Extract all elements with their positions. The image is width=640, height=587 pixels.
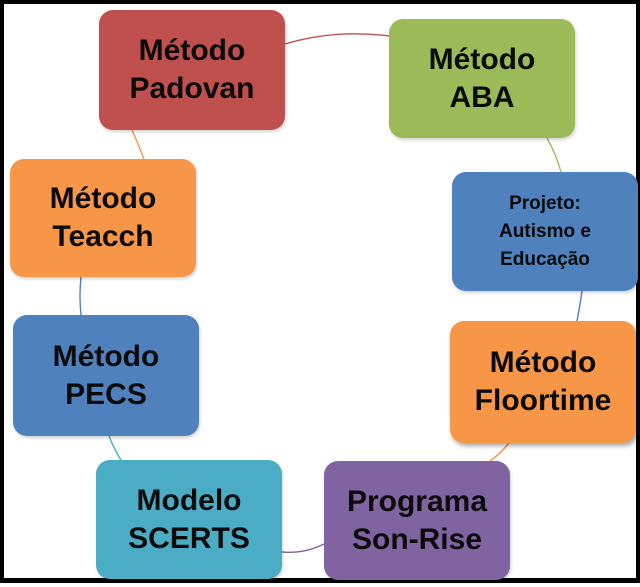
node-metodo-padovan: Método Padovan	[99, 10, 285, 130]
connector-sonrise-scerts	[281, 543, 325, 554]
node-label-line: Floortime	[474, 384, 612, 417]
node-label-line: Autismo e	[499, 220, 591, 242]
node-projeto-autismo-educacao: Projeto: Autismo e Educação	[452, 172, 638, 291]
node-label-line: Teacch	[52, 220, 154, 253]
connector-scerts-pecs	[108, 435, 122, 461]
node-programa-son-rise: Programa Son-Rise	[324, 461, 510, 580]
node-label-line: Padovan	[129, 72, 255, 105]
node-label-line: Método	[52, 339, 160, 373]
node-metodo-aba: Método ABA	[389, 19, 575, 138]
node-label-line: Programa	[346, 484, 488, 518]
node-label-line: SCERTS	[128, 521, 250, 555]
connector-pecs-teacch	[79, 276, 82, 316]
node-label-line: Método	[138, 34, 246, 67]
node-label-line: Modelo	[136, 483, 242, 517]
connector-padovan-aba	[284, 33, 390, 45]
connector-floortime-sonrise	[489, 442, 510, 462]
node-metodo-pecs: Método PECS	[13, 315, 199, 436]
node-label-line: Método	[489, 346, 597, 379]
connector-projeto-floortime	[576, 290, 583, 322]
node-label-line: Método	[49, 182, 157, 215]
node-label-line: Método	[428, 42, 536, 76]
node-label-line: ABA	[449, 80, 515, 114]
cycle-connectors	[79, 33, 583, 554]
node-metodo-floortime: Método Floortime	[450, 321, 636, 443]
node-label-line: PECS	[65, 377, 147, 411]
connector-teacch-padovan	[131, 129, 145, 160]
node-metodo-teacch: Método Teacch	[10, 159, 196, 277]
node-modelo-scerts: Modelo SCERTS	[96, 460, 282, 579]
connector-aba-projeto	[546, 137, 562, 173]
node-label-line: Educação	[500, 248, 590, 270]
node-label-line: Son-Rise	[351, 522, 483, 556]
node-label-line: Projeto:	[509, 192, 581, 214]
